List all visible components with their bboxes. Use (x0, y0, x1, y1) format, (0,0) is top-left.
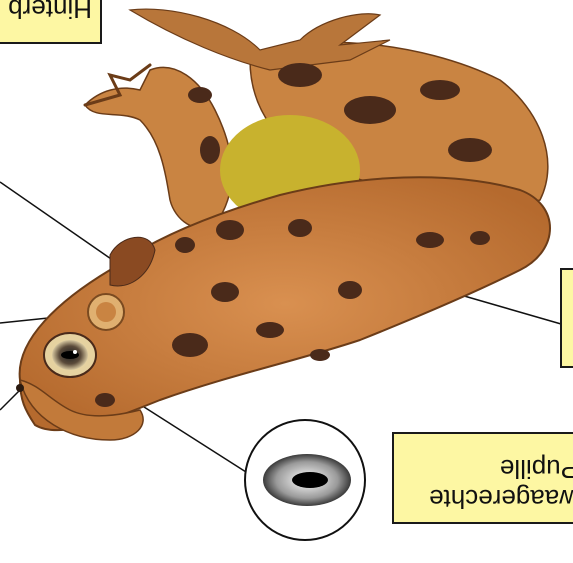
pointer-line-nostril (0, 390, 20, 410)
pointer-line-tympanum (0, 182, 127, 270)
label-pupil: waagerechte Pupille (392, 432, 573, 524)
label-pupil-text: waagerechte Pupille (429, 454, 573, 514)
label-right-partial (560, 268, 573, 368)
frog-tympanum (88, 294, 124, 330)
label-hinterbein: Hinterb (0, 0, 102, 44)
pupil-magnifier (245, 420, 365, 540)
label-hinterbein-text: Hinterb (8, 0, 92, 24)
frog-eye (44, 333, 96, 377)
frog-nostril (16, 384, 24, 392)
